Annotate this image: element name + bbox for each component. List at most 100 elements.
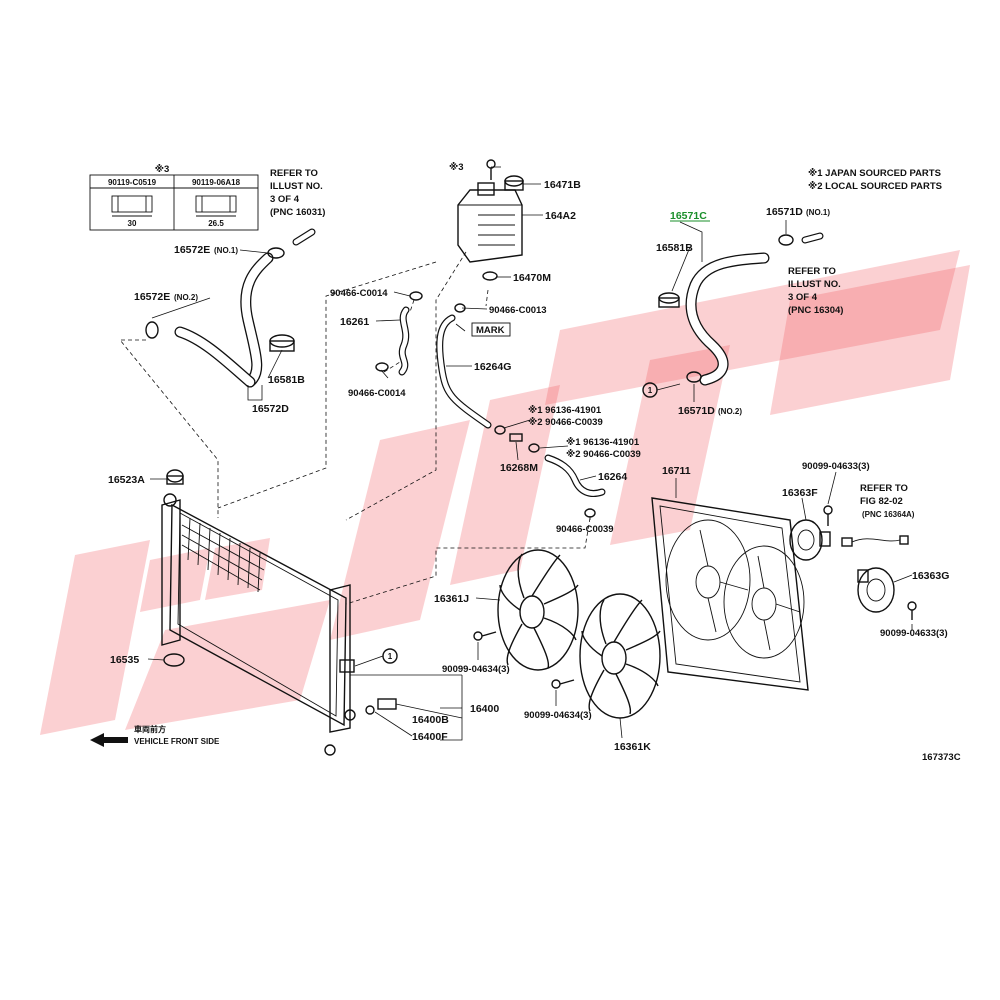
svg-text:(NO.2): (NO.2)	[718, 407, 742, 416]
svg-text:REFER TO: REFER TO	[860, 483, 908, 494]
svg-text:(PNC 16031): (PNC 16031)	[270, 207, 325, 218]
label-16400B: 16400B	[412, 714, 449, 726]
label-16400F: 16400F	[412, 731, 448, 743]
upper-hose-16572D	[174, 252, 274, 388]
drain-16400BF	[365, 698, 397, 715]
refer-left: REFER TO ILLUST NO. 3 OF 4 (PNC 16031)	[270, 168, 325, 218]
sourcing-notes: ※1 JAPAN SOURCED PARTS ※2 LOCAL SOURCED …	[808, 168, 942, 192]
svg-text:1: 1	[648, 386, 653, 395]
svg-text:FIG 82-02: FIG 82-02	[860, 496, 903, 507]
cap-16470M	[482, 271, 498, 281]
radiator-16400	[161, 493, 356, 756]
refer-fig: REFER TO FIG 82-02 (PNC 16364A)	[860, 483, 915, 519]
hose-clamp-no2	[145, 321, 159, 339]
svg-text:※3: ※3	[449, 162, 464, 173]
label-90099-04634-a: 90099-04634(3)	[442, 664, 510, 675]
reservoir-tank-164A2	[457, 182, 523, 263]
bolt-icon	[486, 159, 496, 180]
vehicle-front-indicator: 車両前方 VEHICLE FRONT SIDE	[90, 724, 220, 747]
label-90099-04634-b: 90099-04634(3)	[524, 710, 592, 721]
fan-16361J	[497, 549, 579, 671]
joint-16268M	[509, 433, 523, 442]
shroud-16711	[651, 497, 809, 691]
refer-right: REFER TO ILLUST NO. 3 OF 4 (PNC 16304)	[788, 266, 843, 316]
label-90466-C0013: 90466-C0013	[489, 305, 547, 316]
svg-text:※2 90466-C0039: ※2 90466-C0039	[566, 449, 641, 460]
label-16471B: 16471B	[544, 179, 581, 191]
circle-ref-right: 1	[642, 382, 681, 398]
cap-16523A	[166, 469, 184, 485]
clamp-16571D-no1	[778, 232, 824, 246]
label-90099-04633-a: 90099-04633(3)	[802, 461, 870, 472]
svg-text:※1 JAPAN SOURCED PARTS: ※1 JAPAN SOURCED PARTS	[808, 168, 941, 179]
table-marker: ※3	[155, 164, 170, 175]
svg-text:3 OF 4: 3 OF 4	[788, 292, 818, 303]
svg-text:車両前方: 車両前方	[134, 724, 166, 734]
svg-text:※1 96136-41901: ※1 96136-41901	[528, 405, 602, 416]
label-90099-04633-b: 90099-04633(3)	[880, 628, 948, 639]
label-90466-C0039: 90466-C0039	[556, 524, 614, 535]
label-mark: MARK	[476, 325, 505, 336]
label-16361K: 16361K	[614, 741, 651, 753]
leader-lines	[147, 166, 913, 741]
screw-icon-d	[907, 601, 917, 620]
reservoir-cap-16471B	[504, 175, 524, 191]
svg-text:※1 96136-41901: ※1 96136-41901	[566, 437, 640, 448]
svg-text:(PNC 16364A): (PNC 16364A)	[862, 510, 915, 519]
label-16572E-no1: 16572E	[174, 244, 210, 256]
svg-text:※2 90466-C0039: ※2 90466-C0039	[528, 417, 603, 428]
dashed-lines	[119, 251, 591, 605]
svg-text:REFER TO: REFER TO	[788, 266, 836, 277]
label-16535: 16535	[110, 654, 139, 666]
svg-text:1: 1	[388, 652, 393, 661]
label-16361J: 16361J	[434, 593, 469, 605]
label-16581B-right: 16581B	[656, 242, 693, 254]
label-164A2: 164A2	[545, 210, 576, 222]
part-labels: 16572E (NO.1) 16572E (NO.2) 16581B 16572…	[108, 162, 949, 753]
svg-text:3 OF 4: 3 OF 4	[270, 194, 300, 205]
label-16581B-left: 16581B	[268, 374, 305, 386]
motor-16363G	[857, 567, 895, 613]
svg-text:REFER TO: REFER TO	[270, 168, 318, 179]
svg-text:(NO.2): (NO.2)	[174, 293, 198, 302]
label-16711: 16711	[662, 465, 691, 477]
hose-clamp-no1	[267, 228, 316, 259]
clamp-dim-1: 30	[128, 219, 137, 228]
clamp-part-1: 90119-C0519	[108, 178, 157, 187]
label-16470M: 16470M	[513, 272, 551, 284]
label-16261: 16261	[340, 316, 369, 328]
fan-16361K	[579, 593, 661, 719]
svg-text:※2 LOCAL SOURCED PARTS: ※2 LOCAL SOURCED PARTS	[808, 181, 942, 192]
label-90466-C0014-a: 90466-C0014	[330, 288, 388, 299]
cap-16581B-left	[269, 334, 295, 352]
svg-text:ILLUST NO.: ILLUST NO.	[270, 181, 323, 192]
label-16571D-no1: 16571D	[766, 206, 803, 218]
wiring-connector	[841, 535, 909, 547]
hose-16571C	[685, 252, 770, 386]
screw-icon-b	[551, 679, 575, 689]
clamp-table: ※3 90119-C0519 90119-06A18 30 26.5	[89, 164, 259, 231]
label-16363F: 16363F	[782, 487, 818, 499]
radiator-fins	[181, 517, 265, 593]
svg-text:(NO.1): (NO.1)	[214, 246, 238, 255]
clamp-part-2: 90119-06A18	[192, 178, 241, 187]
label-16264: 16264	[598, 471, 627, 483]
label-16571C-highlighted: 16571C	[670, 210, 707, 222]
hose-16261	[375, 291, 423, 376]
svg-text:VEHICLE FRONT SIDE: VEHICLE FRONT SIDE	[134, 737, 220, 746]
label-16523A: 16523A	[108, 474, 145, 486]
label-16264G: 16264G	[474, 361, 511, 373]
label-16400: 16400	[470, 703, 499, 715]
label-16572D: 16572D	[252, 403, 289, 415]
label-16268M: 16268M	[500, 462, 538, 474]
svg-text:(NO.1): (NO.1)	[806, 208, 830, 217]
label-16363G: 16363G	[912, 570, 949, 582]
svg-text:ILLUST NO.: ILLUST NO.	[788, 279, 841, 290]
motor-16363F	[789, 519, 831, 561]
clamp-16571D-no2	[686, 371, 702, 383]
screw-icon-a	[473, 631, 497, 641]
label-90466-C0014-b: 90466-C0014	[348, 388, 406, 399]
screw-icon-c	[823, 505, 833, 526]
label-16572E-no2: 16572E	[134, 291, 170, 303]
